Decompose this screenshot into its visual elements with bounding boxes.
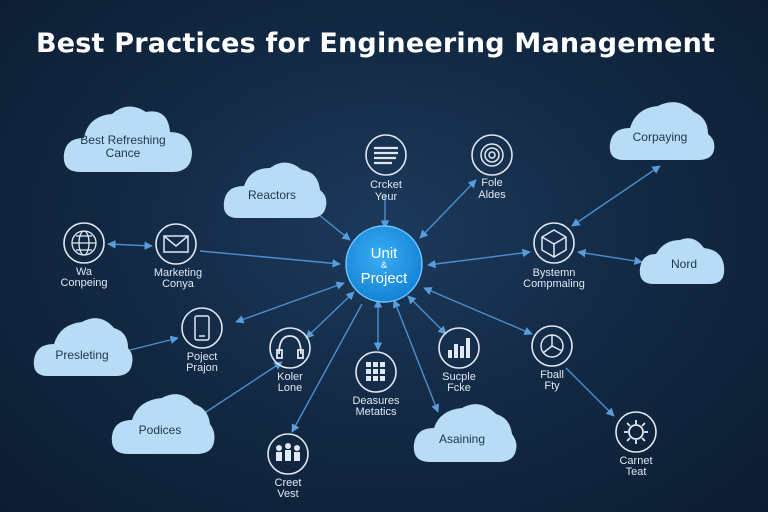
connector-c7	[392, 299, 440, 413]
connector-lines	[107, 165, 661, 433]
connector-c2	[317, 213, 351, 241]
cloud-shape	[33, 318, 133, 376]
center-label: Unit	[371, 245, 399, 262]
cloud-label: Corpaying	[633, 130, 688, 144]
cloud-label: Presleting	[55, 348, 108, 362]
cloud-c7: Asaining	[413, 404, 517, 462]
team-icon	[267, 433, 309, 475]
bar-chart-icon	[438, 327, 480, 369]
cloud-label: Nord	[671, 257, 697, 271]
connector-n7	[305, 291, 355, 339]
list-icon	[365, 134, 407, 176]
center-node: Unit & Project	[345, 225, 423, 303]
cloud-shape	[111, 394, 215, 454]
cloud-shape	[639, 238, 725, 284]
gear-icon	[615, 411, 657, 453]
cloud-label: Podices	[139, 423, 182, 437]
spiral-icon	[471, 134, 513, 176]
cloud-shape	[63, 106, 192, 172]
cloud-shape	[413, 404, 517, 462]
connector-c5	[129, 335, 179, 351]
cloud-label: Asaining	[439, 432, 485, 446]
connector-c6	[199, 361, 283, 417]
center-label: &	[381, 260, 387, 270]
connector-c3	[571, 165, 661, 227]
globe-icon	[63, 222, 105, 264]
cloud-c2: Reactors	[223, 162, 327, 218]
connector-c4	[577, 249, 643, 265]
connector-n4	[199, 250, 341, 268]
cube-icon	[533, 222, 575, 264]
center-label: Project	[361, 270, 409, 287]
cloud-label: Reactors	[248, 188, 296, 202]
grid-icon	[355, 351, 397, 393]
cloud-shape	[223, 162, 327, 218]
diagram-title: Best Practices for Engineering Managemen…	[36, 28, 716, 59]
cloud-c4: Nord	[639, 238, 725, 284]
cloud-c3: Corpaying	[609, 102, 715, 160]
connector-n5	[427, 248, 531, 269]
cloud-c6: Podices	[111, 394, 215, 454]
connector-n2	[419, 179, 477, 239]
connector-n10	[423, 287, 533, 335]
connector-n11	[291, 303, 363, 433]
center-circle	[345, 225, 423, 303]
cloud-c5: Presleting	[33, 318, 133, 376]
mail-icon	[155, 223, 197, 265]
connector-n12	[565, 367, 615, 417]
connector-n3-n4	[107, 240, 153, 250]
mobile-icon	[181, 307, 223, 349]
connector-n9	[407, 295, 447, 335]
cloud-shape	[609, 102, 715, 160]
pie-chart-icon	[531, 325, 573, 367]
connector-n6	[235, 281, 345, 324]
headset-icon	[269, 327, 311, 369]
